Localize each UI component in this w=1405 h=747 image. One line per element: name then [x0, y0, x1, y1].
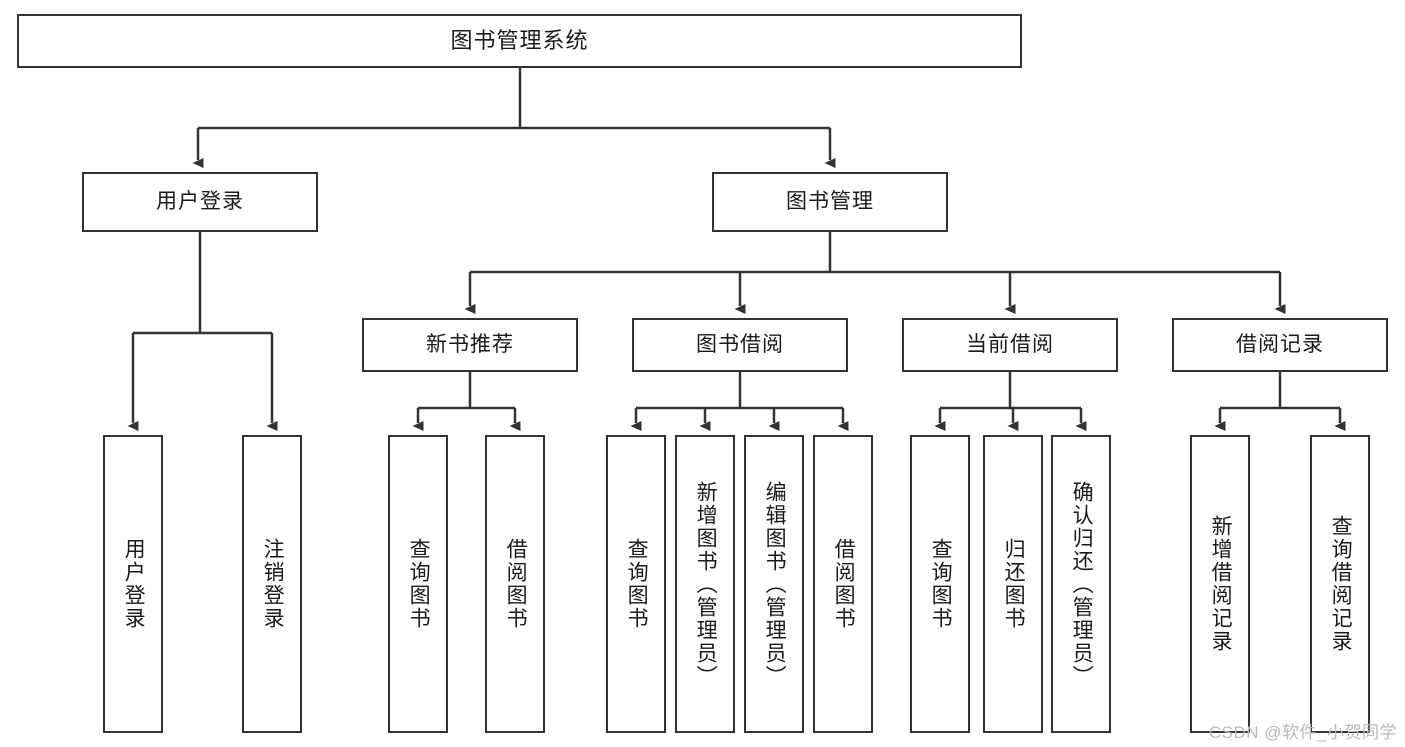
leaf-borrow-book-2-label: 借阅图书 — [832, 538, 856, 630]
leaf-query-book-1[interactable]: 查询图书 — [388, 435, 448, 733]
node-user-login[interactable]: 用户登录 — [82, 172, 318, 232]
leaf-add-borrow-record[interactable]: 新增借阅记录 — [1190, 435, 1250, 733]
node-root-label: 图书管理系统 — [450, 27, 589, 53]
node-new-book-recommend-label: 新书推荐 — [426, 333, 514, 357]
leaf-return-book[interactable]: 归还图书 — [983, 435, 1043, 733]
leaf-add-book-admin[interactable]: 新增图书（管理员） — [675, 435, 735, 733]
leaf-query-book-3[interactable]: 查询图书 — [910, 435, 970, 733]
node-new-book-recommend[interactable]: 新书推荐 — [362, 318, 578, 372]
leaf-borrow-book-1[interactable]: 借阅图书 — [485, 435, 545, 733]
leaf-query-book-3-label: 查询图书 — [929, 538, 953, 630]
leaf-query-book-1-label: 查询图书 — [407, 538, 431, 630]
node-borrow-record-label: 借阅记录 — [1236, 333, 1324, 357]
leaf-query-borrow-record-label: 查询借阅记录 — [1329, 515, 1353, 653]
node-current-borrow-label: 当前借阅 — [966, 333, 1054, 357]
leaf-logout-login[interactable]: 注销登录 — [242, 435, 302, 733]
leaf-edit-book-admin-label: 编辑图书（管理员） — [763, 480, 787, 688]
leaf-query-book-2[interactable]: 查询图书 — [606, 435, 666, 733]
node-borrow-record[interactable]: 借阅记录 — [1172, 318, 1388, 372]
leaf-user-login-label: 用户登录 — [122, 538, 146, 630]
node-user-login-label: 用户登录 — [156, 190, 244, 214]
node-book-borrow[interactable]: 图书借阅 — [632, 318, 848, 372]
leaf-query-book-2-label: 查询图书 — [625, 538, 649, 630]
leaf-borrow-book-2[interactable]: 借阅图书 — [813, 435, 873, 733]
watermark-text: CSDN @软件_小贺同学 — [1208, 723, 1397, 742]
leaf-confirm-return-admin-label: 确认归还（管理员） — [1070, 480, 1094, 688]
leaf-return-book-label: 归还图书 — [1002, 538, 1026, 630]
leaf-user-login[interactable]: 用户登录 — [103, 435, 163, 733]
node-book-management-label: 图书管理 — [786, 190, 874, 214]
leaf-add-borrow-record-label: 新增借阅记录 — [1209, 515, 1233, 653]
leaf-logout-login-label: 注销登录 — [261, 538, 285, 630]
node-book-borrow-label: 图书借阅 — [696, 333, 784, 357]
node-book-management[interactable]: 图书管理 — [712, 172, 948, 232]
leaf-confirm-return-admin[interactable]: 确认归还（管理员） — [1051, 435, 1111, 733]
leaf-edit-book-admin[interactable]: 编辑图书（管理员） — [744, 435, 804, 733]
leaf-query-borrow-record[interactable]: 查询借阅记录 — [1310, 435, 1370, 733]
leaf-borrow-book-1-label: 借阅图书 — [504, 538, 528, 630]
leaf-add-book-admin-label: 新增图书（管理员） — [694, 480, 718, 688]
node-root[interactable]: 图书管理系统 — [17, 14, 1022, 68]
node-current-borrow[interactable]: 当前借阅 — [902, 318, 1118, 372]
